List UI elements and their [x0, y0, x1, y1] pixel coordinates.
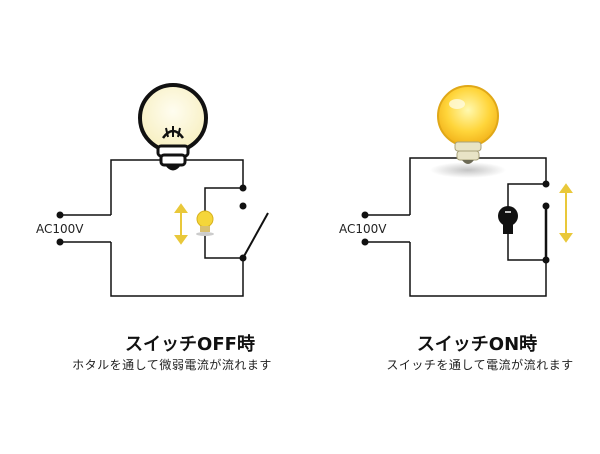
- lightbulb-off-icon: [138, 83, 208, 171]
- panel-off: [56, 83, 269, 297]
- lightbulb-on-icon: [437, 85, 499, 164]
- title-on: スイッチON時: [416, 334, 538, 355]
- terminals-off: [56, 184, 247, 262]
- circuit-wires-on: [365, 157, 547, 297]
- indicator-lamp-off-icon: [498, 206, 518, 234]
- panel-on: [361, 85, 573, 297]
- source-label-on: AC100V: [339, 222, 387, 236]
- caption-on: スイッチを通して電流が流れます: [386, 358, 574, 372]
- terminals-on: [361, 180, 550, 264]
- indicator-lamp-icon: [196, 210, 214, 236]
- title-off: スイッチOFF時: [125, 334, 255, 355]
- circuit-wires-off: [60, 159, 244, 297]
- source-label-off: AC100V: [36, 222, 84, 236]
- current-arrow-on-icon: [559, 183, 573, 243]
- caption-off: ホタルを通して微弱電流が流れます: [72, 358, 272, 372]
- current-arrow-icon: [174, 203, 188, 245]
- bulb-shadow: [430, 162, 506, 178]
- switch-lever-open: [242, 212, 269, 259]
